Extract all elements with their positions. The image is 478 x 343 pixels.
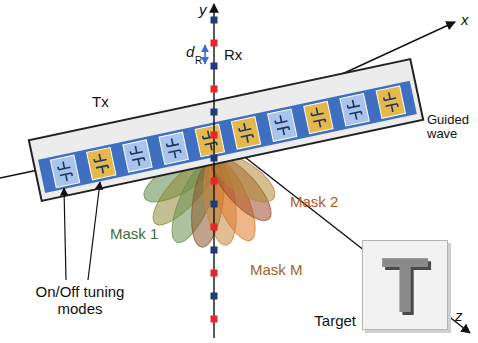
rx-element <box>211 109 218 116</box>
metasurface-body <box>29 59 423 201</box>
cell-body <box>195 124 224 156</box>
rx-element <box>211 155 218 162</box>
rx-element <box>211 270 218 277</box>
unit-cell <box>340 94 369 126</box>
cell-body <box>87 147 116 179</box>
unit-cell <box>50 155 79 187</box>
unit-cell <box>376 86 405 118</box>
target-panel: TargetT <box>362 240 448 330</box>
pointer-arrow <box>88 182 100 280</box>
target-letter: T <box>381 246 429 324</box>
metasurface-tx <box>29 59 423 201</box>
rx-element <box>211 224 218 231</box>
unit-cell <box>268 109 297 141</box>
spacing-arrow <box>204 45 206 64</box>
cell-body <box>340 94 369 126</box>
rx-element <box>211 86 218 93</box>
tx-label: Tx <box>92 94 109 111</box>
tuning-element <box>202 130 218 152</box>
axis-label: z <box>455 308 463 325</box>
guided-wave-label: Guided wave <box>427 113 475 142</box>
unit-cell <box>195 124 224 156</box>
cell-body <box>123 140 152 172</box>
cell-body <box>268 109 297 141</box>
target-label: Target <box>314 312 356 329</box>
guided-wave-strip <box>38 81 417 193</box>
axis-label: y <box>199 2 207 19</box>
cell-body <box>159 132 188 164</box>
cell-body <box>231 117 260 149</box>
tuning-element <box>93 153 109 175</box>
tuning-element <box>238 122 254 144</box>
unit-cell <box>123 140 152 172</box>
tuning-element <box>347 99 363 121</box>
rx-element <box>211 293 218 300</box>
rx-element <box>211 17 218 24</box>
rx-element <box>211 247 218 254</box>
rx-element <box>211 201 218 208</box>
rx-element <box>211 316 218 323</box>
annotation: On/Off tuning modes <box>30 284 130 317</box>
cell-body <box>50 155 79 187</box>
unit-cells <box>50 86 405 188</box>
rx-element <box>211 132 218 139</box>
unit-cell <box>231 117 260 149</box>
cell-body <box>304 101 333 133</box>
axis-label: x <box>461 12 469 29</box>
tuning-element <box>130 145 146 167</box>
spacing-label: d <box>186 44 194 61</box>
mask-label: Mask 1 <box>110 226 158 243</box>
pointer-arrow <box>64 188 66 280</box>
tuning-element <box>274 114 290 136</box>
unit-cell <box>87 147 116 179</box>
mask-label: Mask 2 <box>290 194 338 211</box>
tuning-element <box>383 91 399 113</box>
y-axis <box>213 4 214 338</box>
rx-element <box>211 63 218 70</box>
spacing-subscript: R <box>195 55 202 66</box>
mask-label: Mask M <box>250 262 303 279</box>
rx-element <box>211 40 218 47</box>
tuning-element <box>166 137 182 159</box>
rx-label: Rx <box>224 47 242 64</box>
tuning-element <box>57 160 73 182</box>
unit-cell <box>304 101 333 133</box>
rx-array <box>211 17 218 323</box>
rx-element <box>211 178 218 185</box>
cell-body <box>376 86 405 118</box>
unit-cell <box>159 132 188 164</box>
tuning-element <box>310 106 326 128</box>
